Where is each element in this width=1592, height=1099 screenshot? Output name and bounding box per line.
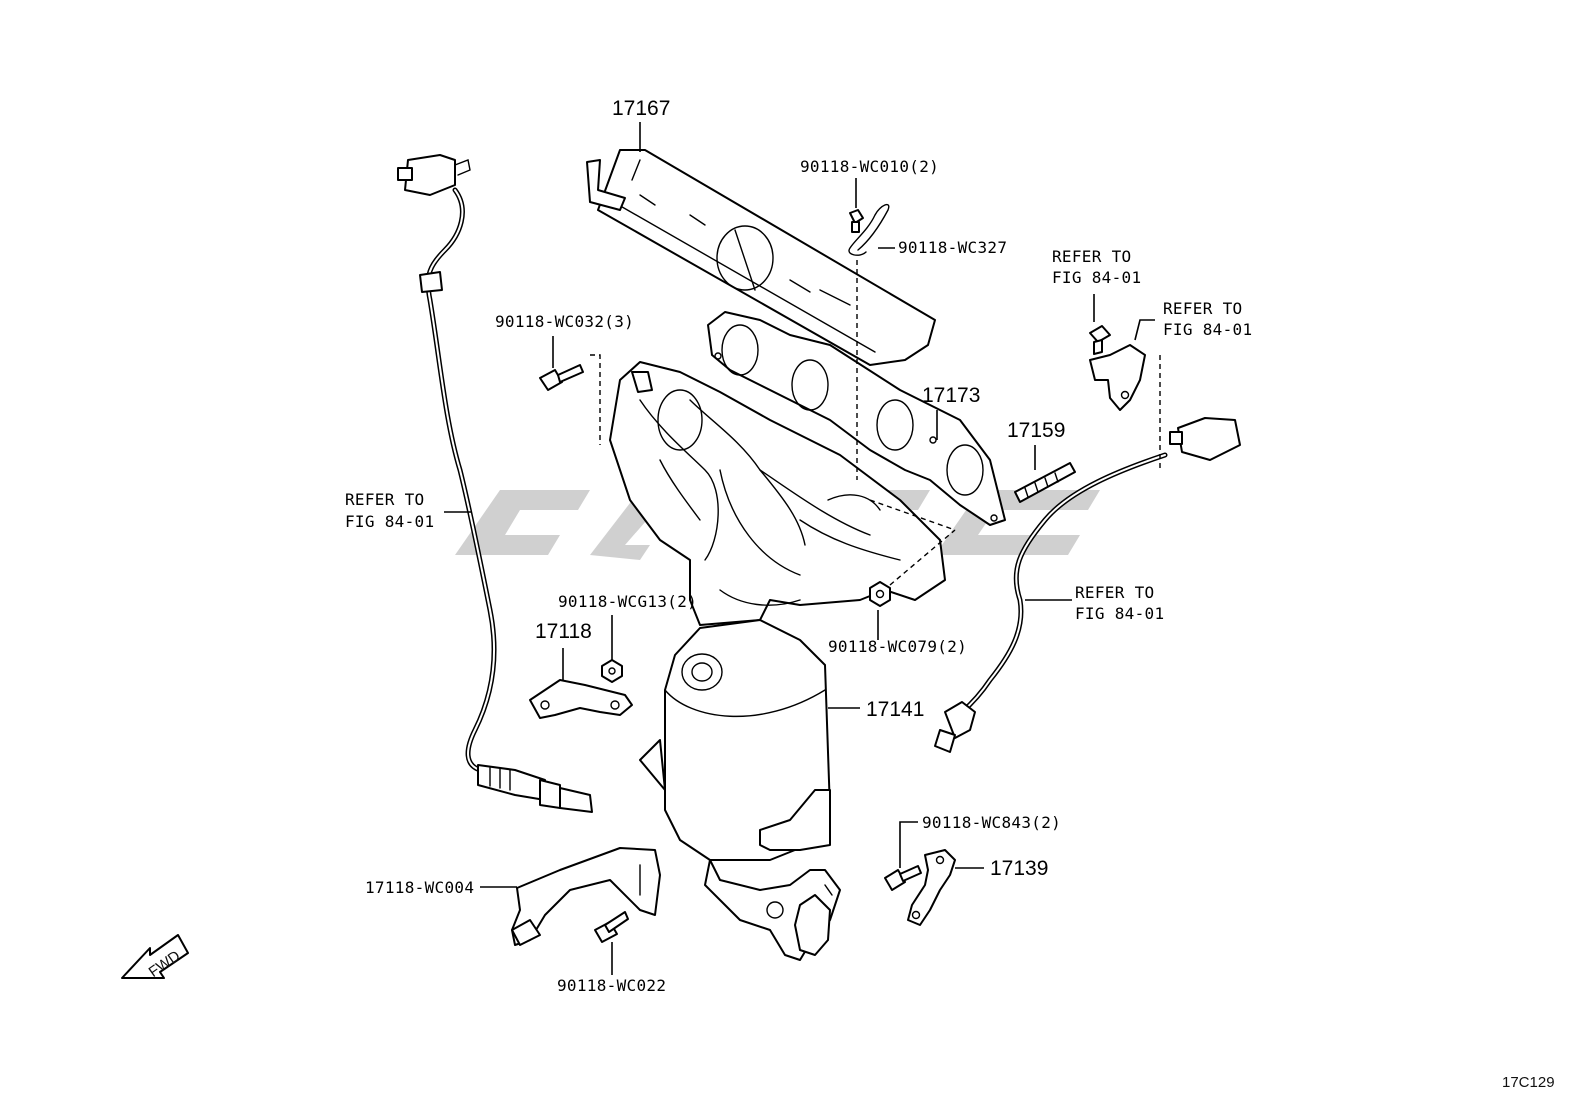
bracket-17139-part	[907, 849, 956, 926]
label-17173: 17173	[922, 384, 980, 407]
label-refer-top1-line1: REFER TO	[1052, 247, 1131, 266]
right-oxygen-sensor-part	[934, 417, 1241, 753]
label-17118-wc004: 17118-WC004	[365, 878, 474, 897]
leader-lines	[444, 122, 1155, 975]
label-17159: 17159	[1007, 419, 1065, 442]
stay-part	[511, 847, 661, 946]
stud-part	[1014, 462, 1076, 503]
clip-wc327-part	[848, 203, 890, 256]
manifold-gasket-part	[707, 311, 1006, 526]
alignment-dashes	[590, 260, 1161, 586]
label-17141: 17141	[866, 698, 924, 721]
heat-insulator-part	[586, 149, 936, 366]
label-90118-wcg13: 90118-WCG13(2)	[558, 592, 697, 611]
label-90118-wc010: 90118-WC010(2)	[800, 157, 939, 176]
bolt-wc022-part	[594, 911, 629, 943]
fwd-arrow-icon: FWD	[121, 934, 189, 981]
label-90118-wc032: 90118-WC032(3)	[495, 312, 634, 331]
label-90118-wc843: 90118-WC843(2)	[922, 813, 1061, 832]
label-refer-right-line1: REFER TO	[1075, 583, 1154, 602]
bolt-wc032-part	[539, 364, 584, 391]
callout-labels: 17167 90118-WC010(2) 90118-WC327 REFER T…	[345, 97, 1555, 1091]
label-90118-wc022: 90118-WC022	[557, 976, 666, 995]
label-refer-left-line1: REFER TO	[345, 490, 424, 509]
label-17139: 17139	[990, 857, 1048, 880]
label-17118: 17118	[535, 620, 592, 643]
nut-wc079-part	[869, 581, 891, 607]
bracket-17118-part	[529, 679, 633, 719]
left-oxygen-sensor-part	[397, 154, 593, 813]
figure-code: 17C129	[1502, 1074, 1555, 1091]
label-90118-wc327: 90118-WC327	[898, 238, 1007, 257]
label-90118-wc079: 90118-WC079(2)	[828, 637, 967, 656]
label-refer-left-line2: FIG 84-01	[345, 512, 434, 531]
label-refer-top2-line1: REFER TO	[1163, 299, 1242, 318]
label-refer-top1-line2: FIG 84-01	[1052, 268, 1141, 287]
bracket-top-right-part	[1089, 325, 1146, 411]
bolt-wc843-part	[884, 865, 922, 891]
catalytic-converter-part	[639, 619, 841, 961]
label-17167: 17167	[612, 97, 670, 120]
bolt-wc010-part	[849, 209, 864, 233]
nut-wcg13-part	[601, 659, 623, 683]
label-refer-top2-line2: FIG 84-01	[1163, 320, 1252, 339]
label-refer-right-line2: FIG 84-01	[1075, 604, 1164, 623]
